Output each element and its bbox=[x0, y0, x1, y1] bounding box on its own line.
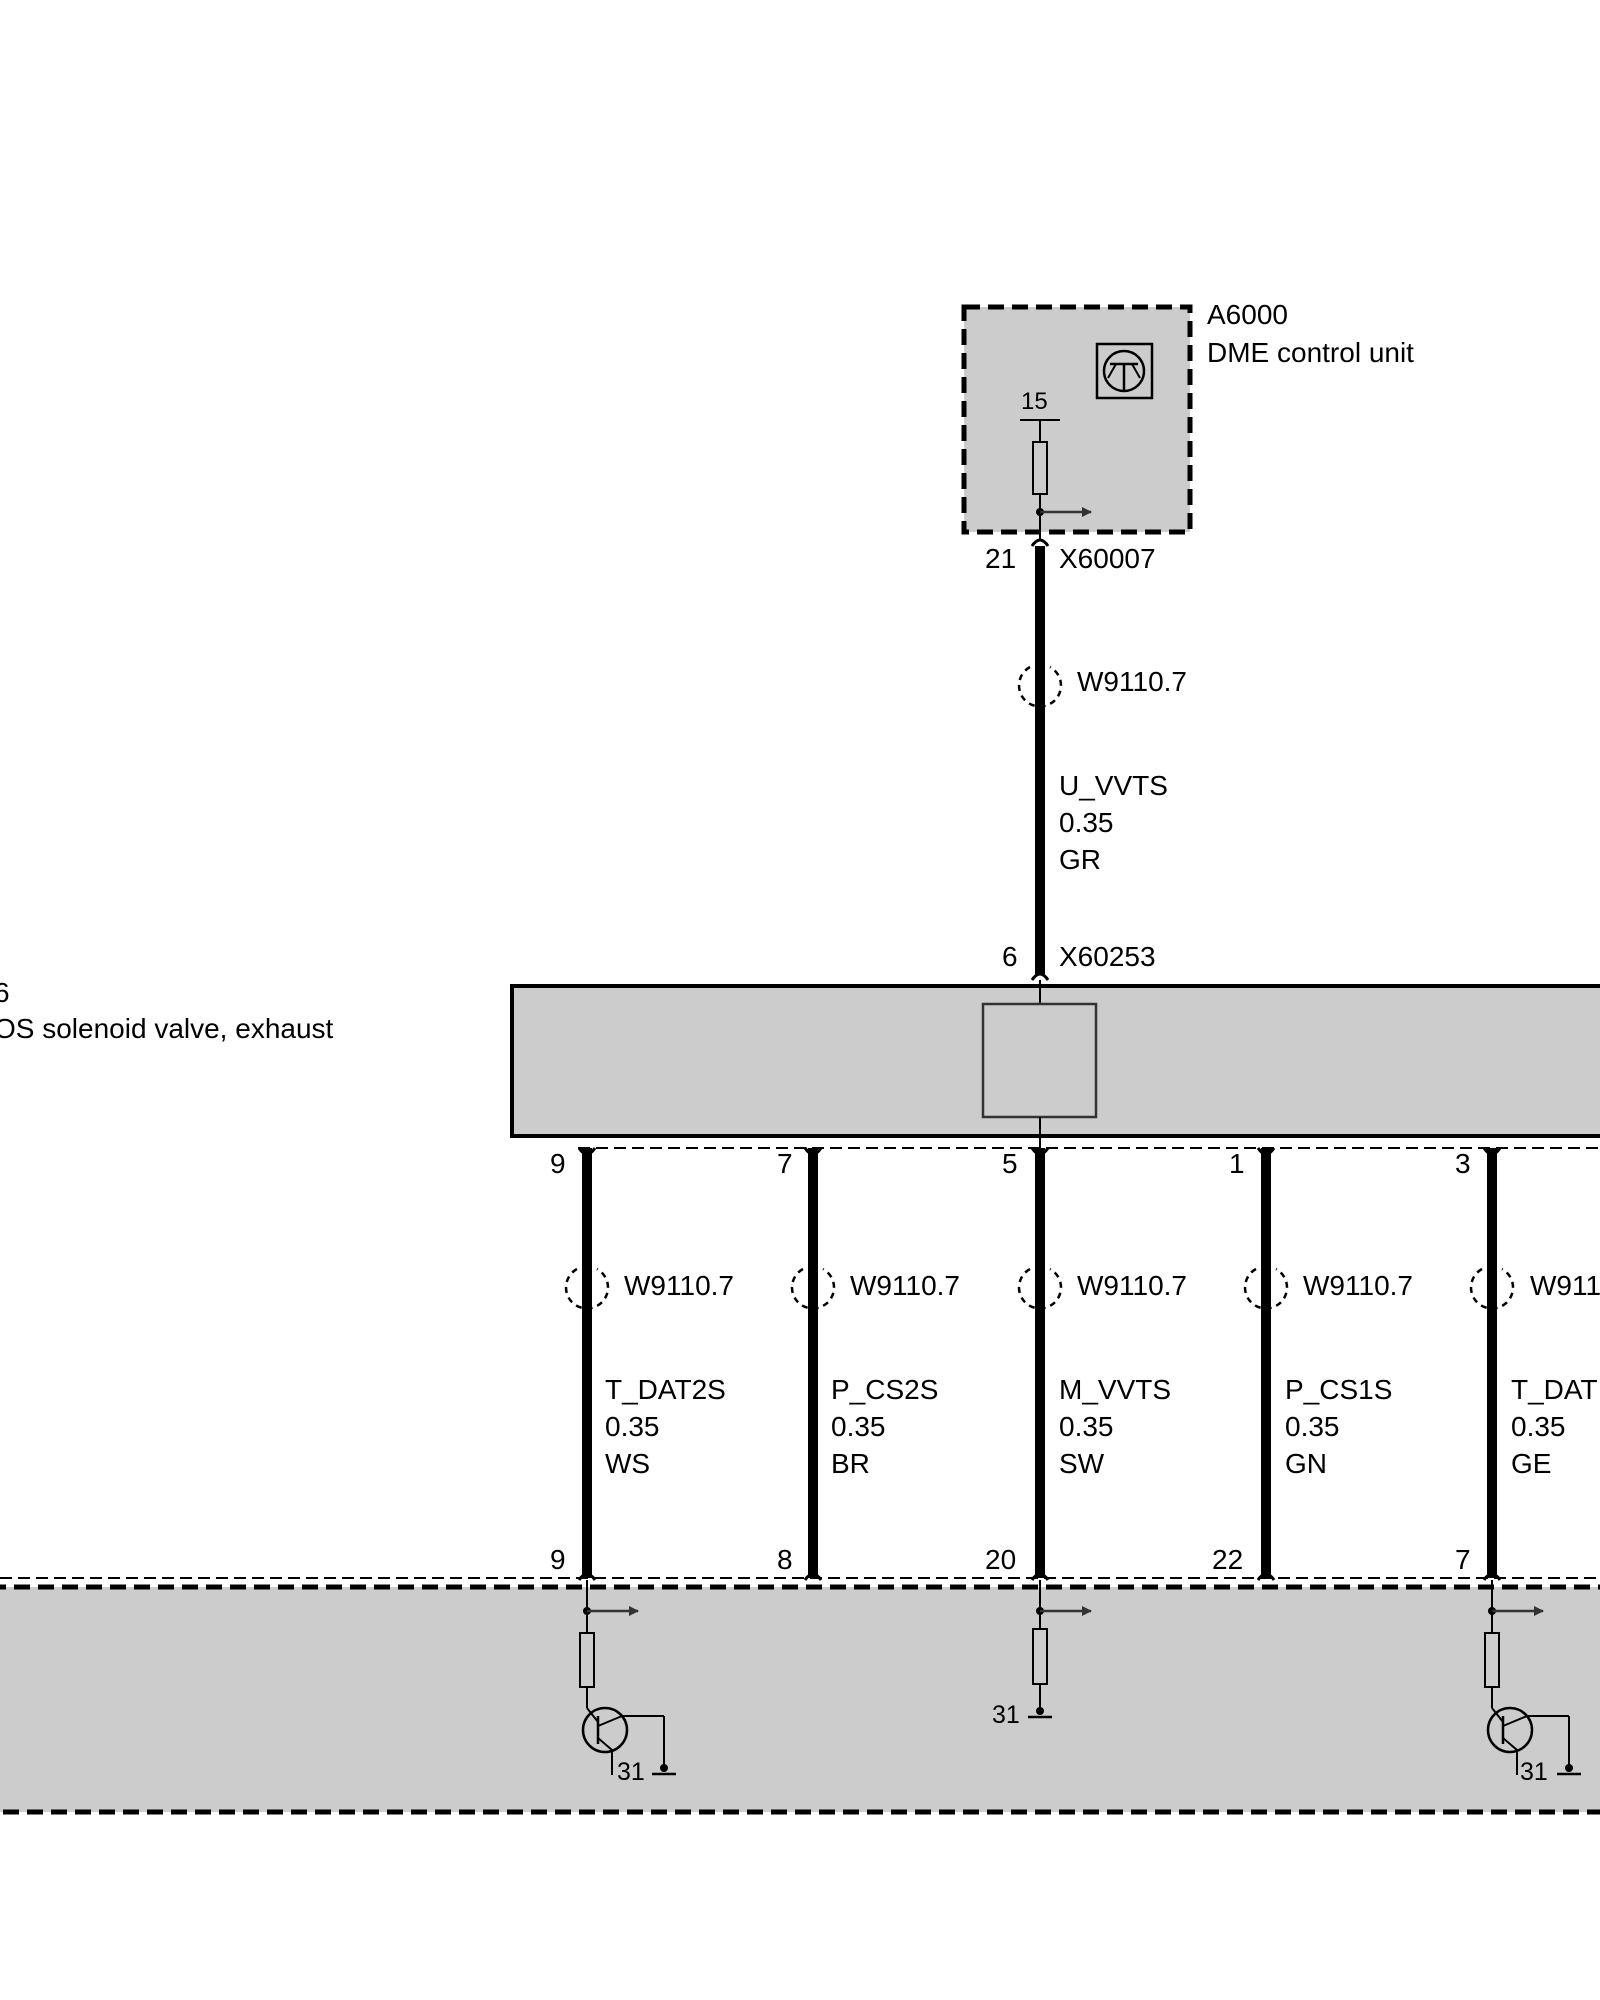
top-unit-name: DME control unit bbox=[1207, 337, 1414, 368]
wire-pin-top: 5 bbox=[1002, 1148, 1018, 1179]
wire-signal: M_VVTS bbox=[1059, 1374, 1171, 1405]
middle-unit-pin-top: 6 bbox=[1002, 941, 1018, 972]
bottom-transistor-circuit-1: 31 bbox=[579, 1580, 676, 1786]
bottom-resistor-circuit: 31 bbox=[992, 1580, 1092, 1729]
top-unit-resistor bbox=[1020, 419, 1092, 540]
top-unit-connector: X60007 bbox=[1059, 543, 1156, 574]
wire-shield: W9110.7 bbox=[624, 1270, 734, 1301]
wire-signal: T_DAT2S bbox=[605, 1374, 726, 1405]
wire-pin-bottom: 22 bbox=[1212, 1544, 1243, 1575]
wire-pin-bottom: 9 bbox=[550, 1544, 566, 1575]
wire-signal: P_CS1S bbox=[1285, 1374, 1392, 1405]
transistor-icon bbox=[1095, 342, 1154, 400]
top-wire-size: 0.35 bbox=[1059, 807, 1114, 838]
wire-signal: P_CS2S bbox=[831, 1374, 938, 1405]
wire-size: 0.35 bbox=[1285, 1411, 1340, 1442]
wire-size: 0.35 bbox=[1511, 1411, 1566, 1442]
top-unit-internal-pin: 15 bbox=[1021, 388, 1048, 415]
wire-column-4: 1 22 W9110.7 P_CS1S 0.35 GN bbox=[1212, 1147, 1413, 1581]
middle-unit-name: OS solenoid valve, exhaust bbox=[0, 1013, 334, 1044]
middle-unit-connector: X60253 bbox=[1059, 941, 1156, 972]
wire-column-5: 3 7 W911 T_DAT 0.35 GE bbox=[1455, 1147, 1600, 1581]
wire-color: GN bbox=[1285, 1448, 1327, 1479]
wire-pin-bottom: 20 bbox=[985, 1544, 1016, 1575]
bottom-transistor-circuit-2: 31 bbox=[1484, 1580, 1581, 1786]
wire-shield: W9110.7 bbox=[1303, 1270, 1413, 1301]
vanos-solenoid-valve-box bbox=[510, 984, 1600, 1138]
wire-signal: T_DAT bbox=[1511, 1374, 1598, 1405]
ground-label: 31 bbox=[1520, 1758, 1548, 1786]
top-unit-pin: 21 bbox=[985, 543, 1016, 574]
ground-label: 31 bbox=[992, 1701, 1020, 1729]
dme-control-unit-box bbox=[961, 304, 1193, 535]
wire-size: 0.35 bbox=[1059, 1411, 1114, 1442]
wire-pin-top: 3 bbox=[1455, 1148, 1471, 1179]
ground-label: 31 bbox=[617, 1758, 645, 1786]
top-wire-color: GR bbox=[1059, 844, 1101, 875]
wire-color: WS bbox=[605, 1448, 650, 1479]
wire-column-1: 9 9 W9110.7 T_DAT2S 0.35 WS bbox=[550, 1147, 734, 1581]
transistor-icon bbox=[581, 1706, 629, 1754]
wire-shield: W9110.7 bbox=[850, 1270, 960, 1301]
wire-shield: W911 bbox=[1530, 1270, 1600, 1301]
wire-pin-top: 7 bbox=[777, 1148, 793, 1179]
top-wire-signal: U_VVTS bbox=[1059, 770, 1168, 801]
wire-color: GE bbox=[1511, 1448, 1551, 1479]
wire-column-2: 7 8 W9110.7 P_CS2S 0.35 BR bbox=[777, 1147, 960, 1581]
wire-color: SW bbox=[1059, 1448, 1105, 1479]
wire-size: 0.35 bbox=[605, 1411, 660, 1442]
wire-pin-top: 1 bbox=[1229, 1148, 1245, 1179]
shield-icon bbox=[1017, 665, 1063, 708]
wire-shield: W9110.7 bbox=[1077, 1270, 1187, 1301]
top-wire-shield: W9110.7 bbox=[1077, 666, 1187, 697]
wire-pin-bottom: 7 bbox=[1455, 1544, 1471, 1575]
wire-color: BR bbox=[831, 1448, 870, 1479]
wire-pin-top: 9 bbox=[550, 1148, 566, 1179]
bottom-control-unit-box bbox=[0, 1584, 1600, 1815]
top-unit-id: A6000 bbox=[1207, 299, 1288, 330]
wire-pin-bottom: 8 bbox=[777, 1544, 793, 1575]
transistor-icon bbox=[1486, 1706, 1534, 1754]
wire-size: 0.35 bbox=[831, 1411, 886, 1442]
wire-column-3: 5 20 W9110.7 M_VVTS 0.35 SW bbox=[985, 1147, 1187, 1581]
middle-unit-id: 6 bbox=[0, 977, 10, 1008]
